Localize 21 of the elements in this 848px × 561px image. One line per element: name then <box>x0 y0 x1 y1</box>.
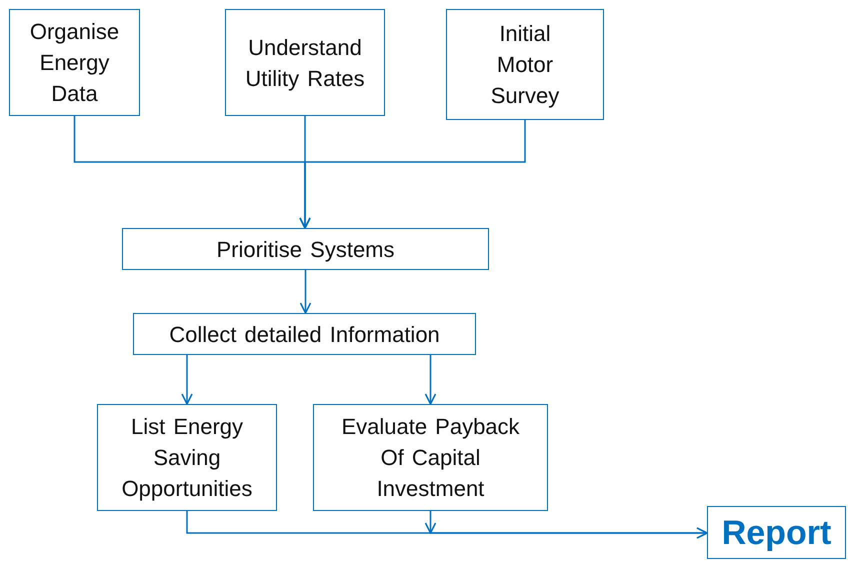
step-label: List Energy Saving Opportunities <box>120 413 254 503</box>
process-box <box>225 9 385 116</box>
arrow <box>300 270 312 314</box>
process-box <box>133 313 476 355</box>
process-box <box>446 9 604 120</box>
result-box <box>707 506 846 559</box>
step-label: Prioritise Systems <box>216 236 395 264</box>
process-box <box>97 404 277 511</box>
process-box <box>122 228 489 270</box>
arrow <box>424 511 707 539</box>
arrow <box>299 120 526 229</box>
process-box <box>9 9 140 116</box>
step-label: Organise Energy Data <box>28 18 120 108</box>
process-box <box>313 404 548 511</box>
step-label: Evaluate Payback Of Capital Investment <box>340 413 521 503</box>
step-label: Initial Motor Survey <box>490 20 560 110</box>
arrow <box>424 355 436 405</box>
step-label: Collect detailed Information <box>169 320 440 348</box>
step-label: Understand Utility Rates <box>244 34 366 93</box>
result-label: Report <box>722 512 832 552</box>
arrow <box>181 355 193 405</box>
